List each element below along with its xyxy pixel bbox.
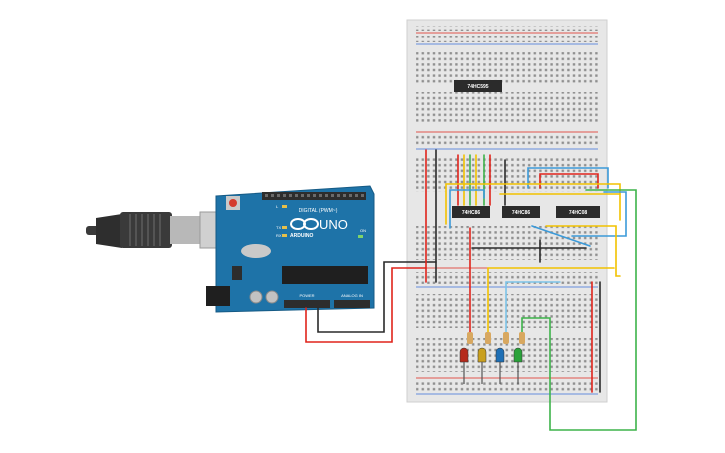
wire-yellow-loop xyxy=(445,183,621,225)
chip-74hc08[interactable]: 74HC08 xyxy=(556,206,600,218)
chip-74hc86-2[interactable]: 74HC86 xyxy=(502,206,540,218)
svg-text:74HC86: 74HC86 xyxy=(512,210,531,216)
svg-text:74HC86: 74HC86 xyxy=(462,210,481,216)
led-legs xyxy=(463,362,519,384)
resistors[interactable] xyxy=(467,332,525,344)
analog-label: ANALOG IN xyxy=(341,293,363,298)
crystal xyxy=(241,244,271,258)
usb-cable[interactable] xyxy=(86,211,235,249)
wire-blue-top xyxy=(527,167,609,189)
wire-red-power xyxy=(305,267,427,343)
analog-header[interactable] xyxy=(334,300,370,308)
svg-text:74HC08: 74HC08 xyxy=(569,210,588,216)
led-1[interactable] xyxy=(477,347,487,363)
chip-74hc86-1[interactable]: 74HC86 xyxy=(452,206,490,218)
wire-lightblue-led xyxy=(505,281,561,333)
digital-label: DIGITAL (PWM~) xyxy=(299,208,338,214)
led-0[interactable] xyxy=(459,347,469,363)
led-3[interactable] xyxy=(513,347,523,363)
wire-blue-loop xyxy=(449,189,485,229)
rx-label: RX xyxy=(276,233,282,238)
power-header[interactable] xyxy=(284,300,330,308)
uno-label: UNO xyxy=(319,217,348,232)
svg-text:74HC595: 74HC595 xyxy=(467,84,488,90)
wire-black-gnd xyxy=(317,261,437,333)
arduino-logo: UNO ARDUINO xyxy=(290,217,348,239)
arduino-uno-board[interactable]: DIGITAL (PWM~) L TX RX UNO ARDUINO ON PO… xyxy=(206,185,375,313)
atmega-chip xyxy=(282,266,368,284)
leds[interactable] xyxy=(459,347,523,363)
power-label: POWER xyxy=(299,293,314,298)
l-led-label: L xyxy=(276,204,279,209)
led-2[interactable] xyxy=(495,347,505,363)
wire-yellow-led xyxy=(487,267,615,333)
chip-74hc595[interactable]: 74HC595 xyxy=(454,80,502,92)
wires[interactable] xyxy=(305,149,637,431)
power-jack[interactable] xyxy=(206,286,230,306)
arduino-brand: ARDUINO xyxy=(290,233,313,239)
on-label: ON xyxy=(360,228,366,233)
tx-label: TX xyxy=(276,225,281,230)
wire-green-long xyxy=(521,189,637,431)
